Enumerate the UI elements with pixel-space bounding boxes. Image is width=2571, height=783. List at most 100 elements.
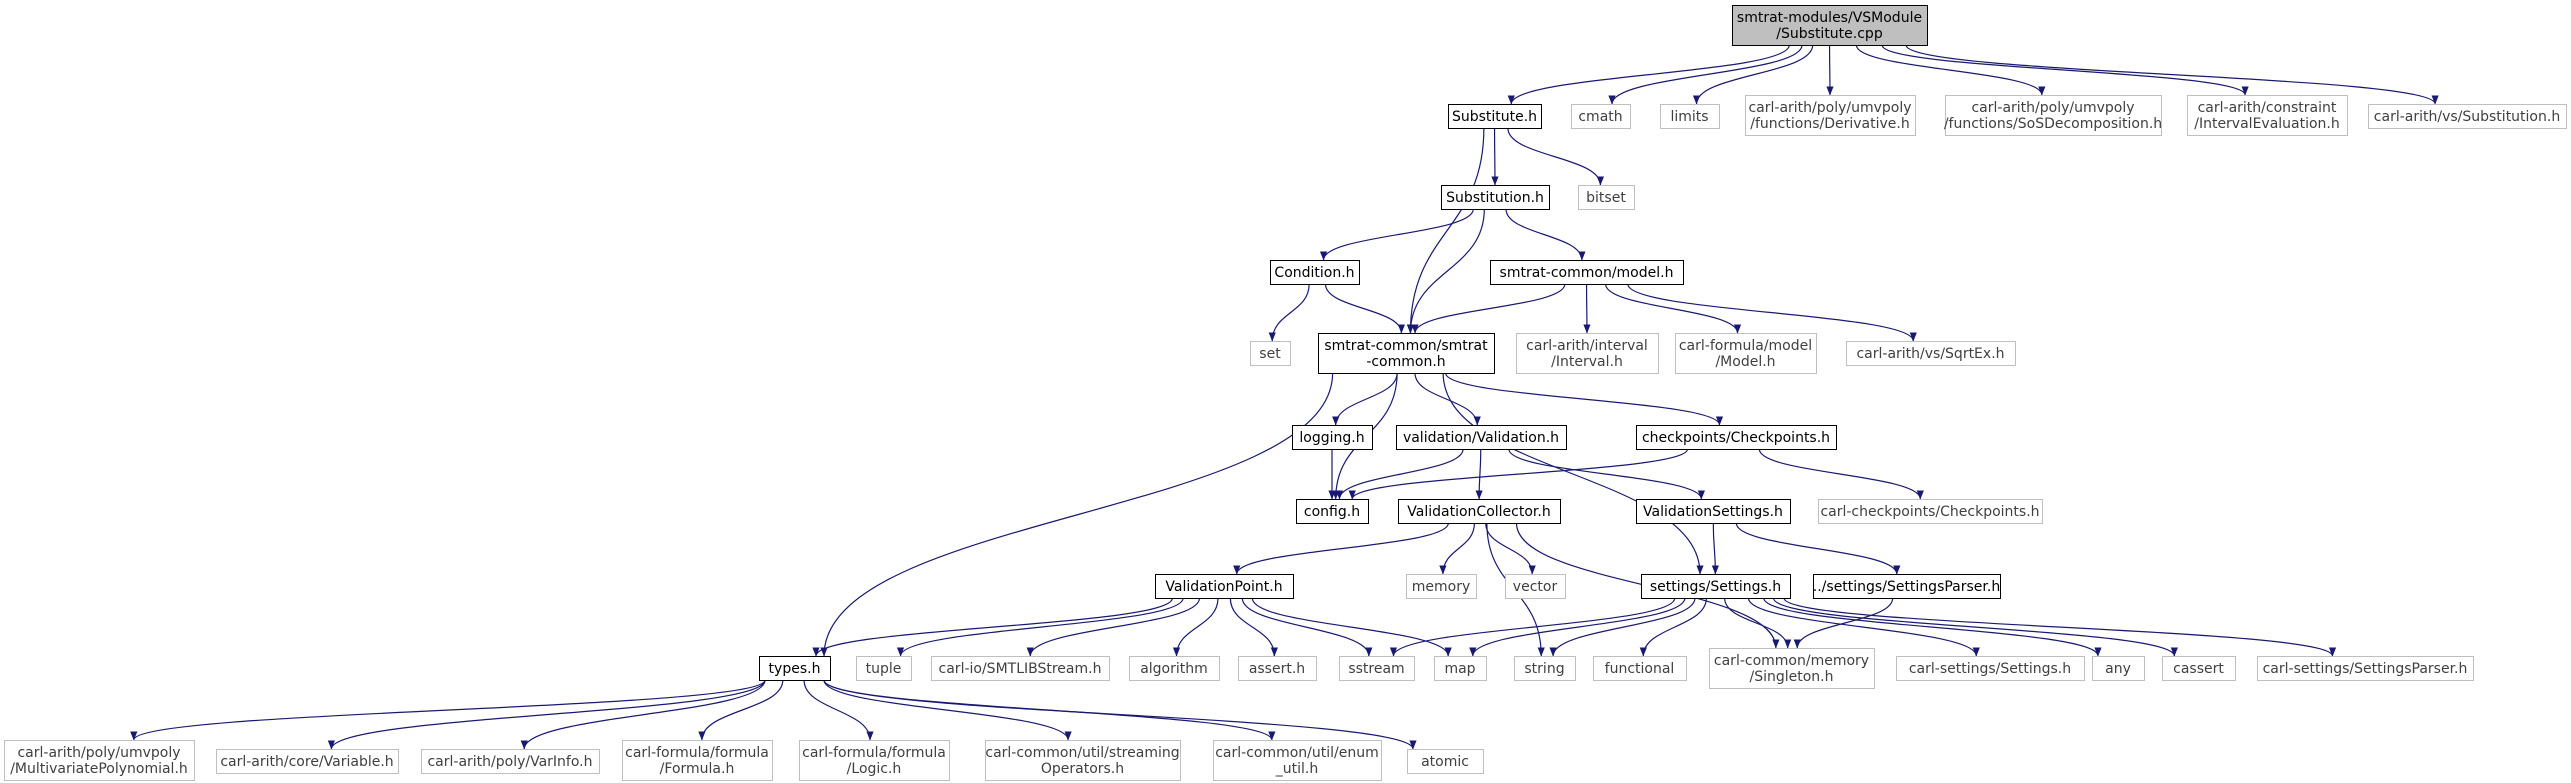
node-smtrat-common-h-label-0: smtrat-common/smtrat [1324,338,1488,354]
edge-root-to-limits [1692,44,1814,105]
node-carl-settings-h-label-0: carl-settings/Settings.h [1909,661,2071,677]
node-assert-h[interactable]: assert.h [1238,656,1317,681]
node-sos-h-label-1: /functions/SoSDecomposition.h [1944,116,2162,132]
node-memory[interactable]: memory [1406,574,1477,599]
node-vs-substitution-h[interactable]: carl-arith/vs/Substitution.h [2368,104,2567,129]
edge-settings-h-to-string [1549,597,1696,657]
node-multivariatepoly-h-label-1: /MultivariatePolynomial.h [10,761,188,777]
node-substitution-h[interactable]: Substitution.h [1441,185,1550,210]
node-validationpoint-h-label-0: ValidationPoint.h [1165,579,1282,595]
node-sstream-box [1339,656,1415,681]
node-carl-checkpoints-h[interactable]: carl-checkpoints/Checkpoints.h [1818,499,2043,524]
edge-model-h-to-formula-model-h [1604,283,1742,334]
node-validationpoint-h-box [1155,574,1294,599]
node-streamingops-h-label-0: carl-common/util/streaming [985,745,1179,761]
node-algorithm[interactable]: algorithm [1129,656,1220,681]
node-formula-model-h[interactable]: carl-formula/model/Model.h [1675,333,1817,374]
node-formula-model-h-label-1: /Model.h [1715,354,1775,370]
node-formula-model-h-box [1675,333,1817,374]
edge-settings-h-to-carl-settingsparser-h [1783,597,2336,657]
node-logging-h-label-0: logging.h [1299,430,1364,446]
edge-settingsparser-h-to-singleton-h [1793,597,1894,649]
node-variable-h[interactable]: carl-arith/core/Variable.h [216,749,399,774]
node-substitution-h-label-0: Substitution.h [1446,190,1544,206]
edge-model-h-to-sqrtex-h [1627,283,1917,342]
node-formula-h[interactable]: carl-formula/formula/Formula.h [622,740,773,781]
node-settings-h[interactable]: settings/Settings.h [1641,574,1791,599]
node-settingsparser-h[interactable]: ../settings/SettingsParser.h [1813,574,2001,599]
node-assert-h-label-0: assert.h [1249,661,1305,677]
node-root: smtrat-modules/VSModule/Substitute.cpp [1732,5,1928,46]
node-carl-settingsparser-h[interactable]: carl-settings/SettingsParser.h [2257,656,2474,681]
node-functional[interactable]: functional [1593,656,1687,681]
node-sstream-label-0: sstream [1348,661,1404,677]
node-set[interactable]: set [1250,341,1291,366]
node-cassert-label-0: cassert [2173,661,2224,677]
node-functional-box [1593,656,1687,681]
node-varinfo-h[interactable]: carl-arith/poly/VarInfo.h [421,749,600,774]
node-vector[interactable]: vector [1505,574,1566,599]
node-logging-h[interactable]: logging.h [1292,425,1373,450]
node-bitset[interactable]: bitset [1578,185,1635,210]
edge-validation-h-to-validationcollector-h [1475,448,1483,500]
node-smtlibstream-h-label-0: carl-io/SMTLIBStream.h [939,661,1102,677]
node-types-h-label-0: types.h [769,661,821,677]
node-derivative-h-box [1745,95,1916,136]
node-validationpoint-h[interactable]: ValidationPoint.h [1155,574,1294,599]
edge-validationpoint-h-to-assert-h [1229,597,1278,657]
node-any[interactable]: any [2092,656,2145,681]
node-derivative-h-label-0: carl-arith/poly/umvpoly [1748,100,1911,116]
node-interval-h[interactable]: carl-arith/interval/Interval.h [1516,333,1659,374]
node-sqrtex-h[interactable]: carl-arith/vs/SqrtEx.h [1846,341,2016,366]
node-limits[interactable]: limits [1660,104,1720,129]
node-checkpoints-h[interactable]: checkpoints/Checkpoints.h [1636,425,1837,450]
node-vector-box [1505,574,1566,599]
node-types-h[interactable]: types.h [759,656,831,681]
node-cmath[interactable]: cmath [1571,104,1631,129]
node-substitute-h-label-0: Substitute.h [1452,109,1537,125]
edge-substitution-h-to-smtrat-common-h [1406,208,1485,334]
node-map[interactable]: map [1434,656,1487,681]
node-substitute-h[interactable]: Substitute.h [1448,104,1542,129]
node-enum-util-h[interactable]: carl-common/util/enum_util.h [1213,740,1382,781]
edge-validationcollector-h-to-validationpoint-h [1233,522,1449,575]
node-logic-h[interactable]: carl-formula/formula/Logic.h [799,740,950,781]
node-validation-h-box [1396,425,1567,450]
node-interval-h-box [1516,333,1659,374]
node-singleton-h[interactable]: carl-common/memory/Singleton.h [1709,648,1875,689]
node-smtlibstream-h-box [931,656,1110,681]
node-enum-util-h-label-0: carl-common/util/enum [1215,745,1379,761]
node-smtrat-common-h[interactable]: smtrat-common/smtrat-common.h [1318,333,1495,374]
node-variable-h-box [216,749,399,774]
node-model-h[interactable]: smtrat-common/model.h [1490,260,1684,285]
node-intervaleval-h[interactable]: carl-arith/constraint/IntervalEvaluation… [2187,95,2348,136]
node-algorithm-label-0: algorithm [1140,661,1208,677]
node-carl-settingsparser-h-label-0: carl-settings/SettingsParser.h [2263,661,2468,677]
edge-root-to-intervaleval-h [1881,44,2249,96]
node-smtlibstream-h[interactable]: carl-io/SMTLIBStream.h [931,656,1110,681]
node-sos-h[interactable]: carl-arith/poly/umvpoly/functions/SoSDec… [1944,95,2162,136]
edge-settings-h-to-singleton-h [1724,597,1792,649]
node-cassert[interactable]: cassert [2162,656,2236,681]
node-carl-settings-h[interactable]: carl-settings/Settings.h [1896,656,2085,681]
edge-validationpoint-h-to-smtlibstream-h [1026,597,1201,657]
node-derivative-h[interactable]: carl-arith/poly/umvpoly/functions/Deriva… [1745,95,1916,136]
node-validation-h[interactable]: validation/Validation.h [1396,425,1567,450]
node-model-h-label-0: smtrat-common/model.h [1500,265,1674,281]
node-string[interactable]: string [1514,656,1576,681]
node-atomic-box [1407,749,1484,774]
node-multivariatepoly-h[interactable]: carl-arith/poly/umvpoly/MultivariatePoly… [4,740,195,781]
node-atomic[interactable]: atomic [1407,749,1484,774]
node-config-h[interactable]: config.h [1296,499,1369,524]
node-tuple[interactable]: tuple [856,656,912,681]
edge-validationpoint-h-to-map [1251,597,1452,657]
node-carl-settings-h-box [1896,656,2085,681]
node-validationsettings-h[interactable]: ValidationSettings.h [1636,499,1791,524]
node-formula-h-label-1: /Formula.h [660,761,735,777]
node-string-box [1514,656,1576,681]
node-intervaleval-h-label-0: carl-arith/constraint [2198,100,2337,116]
node-validationcollector-h[interactable]: ValidationCollector.h [1398,499,1561,524]
node-sstream[interactable]: sstream [1339,656,1415,681]
node-condition-h[interactable]: Condition.h [1270,260,1360,285]
